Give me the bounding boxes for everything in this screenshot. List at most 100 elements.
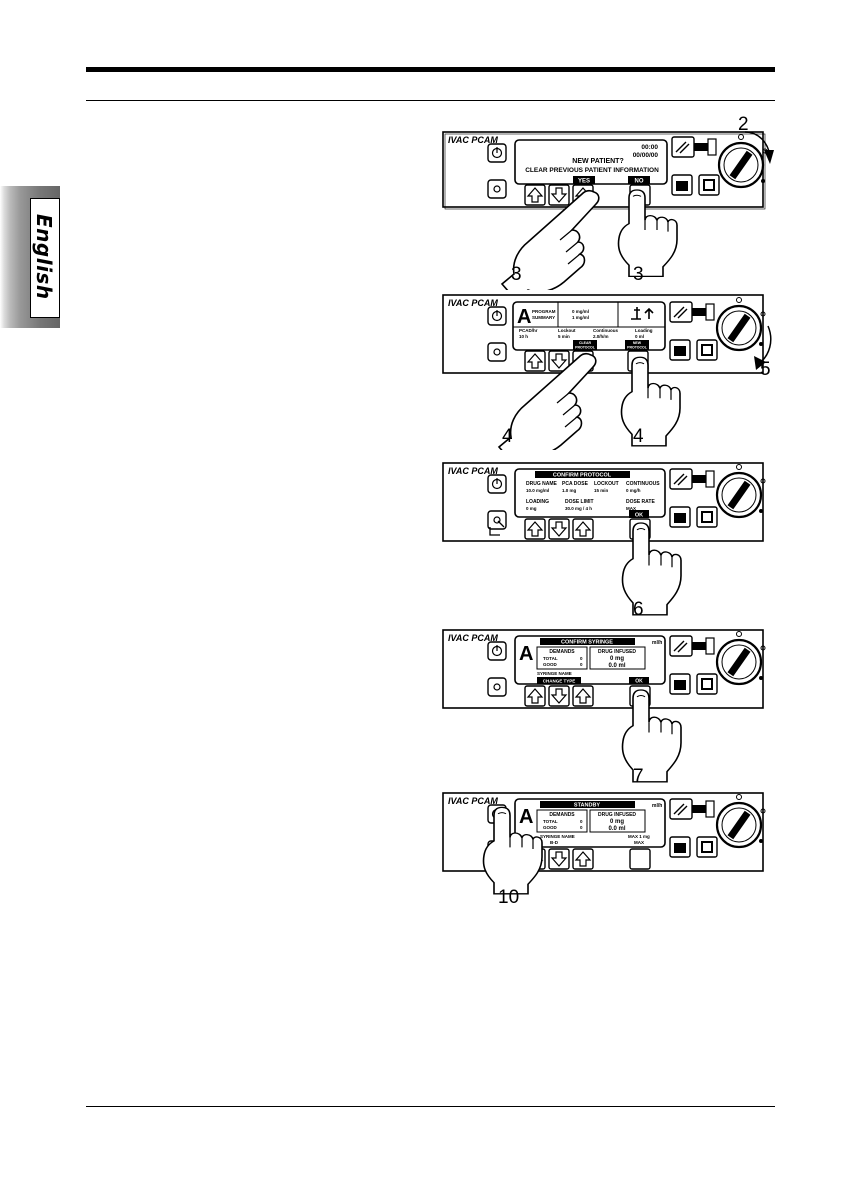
pump-panel-new-patient: IVAC PCAM 00:00 00/00/00 NEW PATIENT? CL… [442,114,774,290]
panel5-box2-title: DRUG INFUSED [598,812,636,818]
header-rule-thin [86,100,775,101]
syringe-icon [489,520,505,536]
panel4-box1-title: DEMANDS [549,649,575,655]
panel5-header: STANDBY [574,803,601,809]
panel4-box1-r2: GOOD [543,662,558,667]
panel2-softkey-clear-line2: PROTOCOL [575,346,596,350]
program-icon [631,307,654,320]
panel3-display [514,468,666,518]
panel2-step-right: 4 [633,426,644,447]
panel2-mode-letter: A [517,306,531,328]
panel2-col4b: 0 ml [635,334,644,339]
pump-panel-confirm-protocol: IVAC PCAM CONFIRM PROTOCOL DRUG NAME PCA… [442,462,767,620]
panel5-badge: ml/h [652,803,662,809]
panel4-step-right: 7 [633,766,644,787]
pump-panel-program-summary: IVAC PCAM A PROGRAM SUMMARY 0 mg/ml 1 mg… [442,294,772,450]
panel3-v2: 1.0 mg [562,488,577,493]
panel3-v3: 15 min [594,488,609,493]
language-tab[interactable]: English [0,186,60,328]
panel5-box1-r1v: 0 [580,819,583,824]
panel3-v1: 10.0 mg/ml [526,488,549,493]
panel5-box2-v2: 0.0 ml [608,826,625,832]
panel5-box1-r2v: 0 [580,825,583,830]
panel2-conc1: 0 mg/ml [572,309,589,314]
panel1-step-key: 2 [738,114,749,135]
panel1-step-left: 3 [511,264,522,285]
panel1-date: 00/00/00 [633,152,659,159]
panel5-box2-v1: 0 mg [610,819,624,825]
panel2-softkey-new-line2: PROTOCOL [627,346,648,350]
pump-panel-standby: IVAC PCAM A STANDBY ml/h DEMANDS TOTAL 0… [442,792,767,908]
panel4-badge: ml/h [652,640,662,646]
panel3-rv1: 0 mg [526,506,537,511]
panel5-syringe-label: SYRINGE NAME [540,834,575,839]
header-rule-thick [86,67,775,72]
panel2-softkey-clear-line1: CLEAR [579,341,592,345]
panel4-box1-r1v: 0 [580,656,583,661]
panel4-mode-letter: A [519,643,533,665]
panel4-softkey-change-type-label: CHANGE TYPE [543,679,576,684]
footer-rule [86,1106,775,1107]
panel3-r2: DOSE LIMIT [565,499,594,505]
panel1-softkey-yes-label: YES [578,179,590,185]
panel2-softkey-new[interactable] [625,340,649,350]
pump-panel-confirm-syringe: IVAC PCAM A CONFIRM SYRINGE ml/h DEMANDS… [442,629,767,787]
panel3-r1: LOADING [526,499,549,505]
panel4-softkey-change-type[interactable] [537,677,581,684]
panel2-col1a: PCAD/hr [519,328,538,333]
panel2-col3a: Continuous [593,328,618,333]
language-tab-label-box [30,198,60,318]
panel3-h4: CONTINUOUS [626,481,660,487]
panel2-brand: IVAC PCAM [448,298,498,308]
panel5-box1-r2: GOOD [543,825,558,830]
panel5-max-val: MAX [634,840,644,845]
panel2-col2b: 5 min [558,334,570,339]
panel4-box1-r1: TOTAL [543,656,558,661]
panel3-brand: IVAC PCAM [448,466,498,476]
panel5-max-label: MAX 1 mg [628,834,650,839]
panel2-conc2: 1 mg/ml [572,315,589,320]
panel1-softkey-no-label: NO [635,179,644,185]
panel2-col2a: Lockout [558,328,576,333]
panel5-step-left: 10 [498,887,519,908]
panel3-r3: DOSE RATE [626,499,655,505]
panel4-syringe-label: SYRINGE NAME [537,671,572,676]
panel2-col3b: 2.0/h/m [593,334,609,339]
panel1-softkey-no[interactable] [628,176,650,184]
panel4-box2-v2: 0.0 ml [608,663,625,669]
panel1-softkey-yes[interactable] [573,176,595,184]
panel2-col1b: 10 h [519,334,528,339]
panel4-box2-v1: 0 mg [610,656,624,662]
panel3-rv2: 30.0 mg / 4 h [565,506,592,511]
panel1-line1: NEW PATIENT? [572,158,623,165]
panel4-softkey-ok-label: OK [635,679,643,685]
panel4-box1-r2v: 0 [580,662,583,667]
panel2-step-key: 5 [760,359,771,380]
panel5-box1-title: DEMANDS [549,812,575,818]
panel3-softkey-ok[interactable] [629,510,649,518]
language-tab-label: English [32,214,56,300]
panel5-mode-letter: A [519,806,533,828]
panel3-h2: PCA DOSE [562,481,589,487]
panel3-v4: 0 mg/h [626,488,641,493]
panel5-syringe-val: B-D [550,840,559,845]
panel1-brand: IVAC PCAM [448,135,498,145]
panel5-box1-r1: TOTAL [543,819,558,824]
panel4-box2-title: DRUG INFUSED [598,649,636,655]
panel2-summary1: PROGRAM [532,309,556,314]
panel1-step-right: 3 [633,264,644,285]
panel4-softkey-ok[interactable] [629,677,649,684]
panel5-brand: IVAC PCAM [448,796,498,806]
panel3-header: CONFIRM PROTOCOL [553,473,612,479]
panel4-brand: IVAC PCAM [448,633,498,643]
panel2-summary2: SUMMARY [532,315,555,320]
panel1-line2: CLEAR PREVIOUS PATIENT INFORMATION [525,167,659,174]
panel3-step-right: 6 [633,599,644,620]
panel1-time: 00:00 [641,144,658,151]
panel2-softkey-clear[interactable] [573,340,597,350]
panel2-col4a: Loading [635,328,653,333]
panel3-h3: LOCKOUT [594,481,619,487]
panel3-softkey-ok-label: OK [635,513,643,519]
panel3-rv3: MAX [626,506,636,511]
panel2-step-left: 4 [502,426,513,447]
